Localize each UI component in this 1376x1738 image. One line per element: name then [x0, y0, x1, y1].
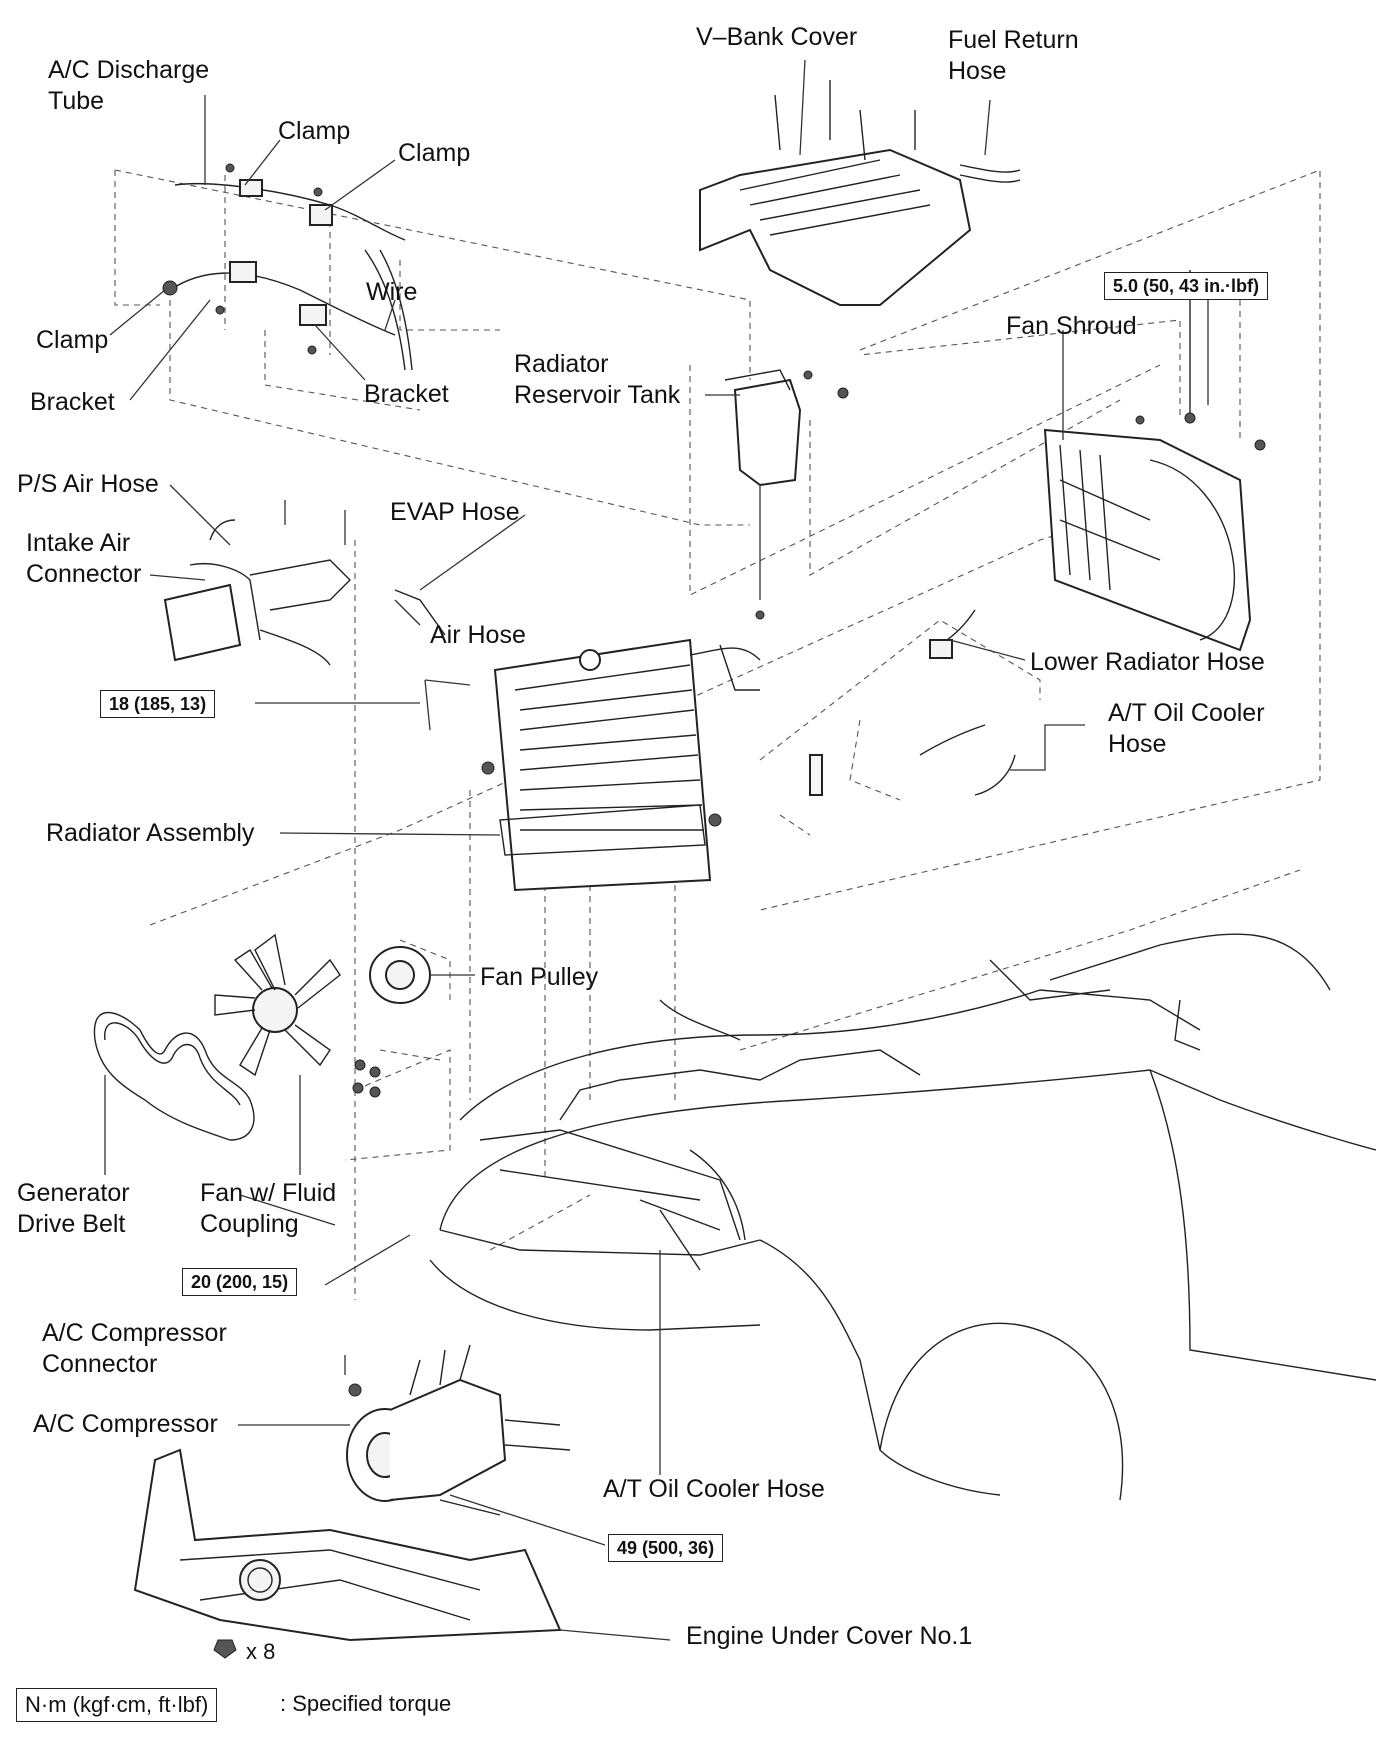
legend-torque-text: : Specified torque	[280, 1691, 452, 1716]
v-bank-cover	[699, 59, 1021, 306]
radiator-reservoir-tank	[724, 369, 849, 620]
vehicle-front-outline	[429, 933, 1376, 1501]
radiator-assembly-label: Radiator Assembly	[46, 819, 255, 847]
radiator-reservoir-tank-label: Radiator Reservoir Tank	[514, 350, 681, 409]
fan-fluid-coupling-label: Fan w/ Fluid Coupling	[200, 1179, 337, 1238]
ac-compressor-label: A/C Compressor	[33, 1410, 218, 1438]
torque-compressor-bolt: 49 (500, 36)	[608, 1534, 724, 1562]
clamp-label-left: Clamp	[36, 326, 109, 354]
fan-pulley-label: Fan Pulley	[480, 963, 599, 991]
engine-under-cover	[133, 1448, 671, 1659]
ac-discharge-tube-assembly	[162, 163, 413, 371]
label-leader-lines	[109, 95, 1209, 1546]
torque-under-nut: 20 (200, 15)	[182, 1268, 298, 1296]
intake-air-connector	[163, 500, 446, 666]
clamp-label-top-2: Clamp	[398, 139, 471, 167]
torque-fan-shroud-bolt: 5.0 (50, 43 in.·lbf)	[1104, 272, 1269, 300]
air-hose-label: Air Hose	[430, 621, 526, 649]
ac-compressor	[346, 1344, 571, 1516]
bracket-label-mid: Bracket	[364, 380, 449, 408]
clamp-label-top-1: Clamp	[278, 117, 351, 145]
ps-air-hose-label: P/S Air Hose	[17, 470, 159, 498]
wire-label: Wire	[366, 278, 418, 306]
intake-air-connector-label: Intake Air Connector	[26, 529, 142, 588]
legend-torque-unit: N·m (kgf·cm, ft·lbf)	[16, 1688, 218, 1722]
fan-with-fluid-coupling	[214, 933, 381, 1175]
ac-compressor-connector-label: A/C Compressor Connector	[42, 1319, 227, 1378]
lower-radiator-hose-label: Lower Radiator Hose	[1030, 648, 1265, 676]
generator-drive-belt	[93, 1011, 255, 1175]
radiator-assembly	[424, 638, 761, 892]
v-bank-cover-label: V–Bank Cover	[696, 23, 858, 51]
torque-radiator-bolt: 18 (185, 13)	[100, 690, 216, 718]
at-oil-cooler-hose-label-bottom: A/T Oil Cooler Hose	[603, 1475, 825, 1503]
at-oil-cooler-hose-label-right: A/T Oil Cooler Hose	[1108, 699, 1265, 758]
fuel-return-hose-label: Fuel Return Hose	[948, 26, 1079, 85]
fan-shroud	[1043, 270, 1266, 652]
generator-drive-belt-label: Generator Drive Belt	[17, 1179, 130, 1238]
bracket-label-left: Bracket	[30, 388, 115, 416]
engine-under-cover-label: Engine Under Cover No.1	[686, 1622, 973, 1650]
ac-discharge-tube-label: A/C Discharge Tube	[48, 56, 210, 115]
fan-pulley	[369, 946, 431, 1004]
fan-shroud-label: Fan Shroud	[1006, 312, 1137, 340]
bolt-count-label: x 8	[246, 1639, 276, 1664]
lower-radiator-and-oil-cooler-hoses	[809, 609, 1016, 796]
evap-hose-label: EVAP Hose	[390, 498, 520, 526]
